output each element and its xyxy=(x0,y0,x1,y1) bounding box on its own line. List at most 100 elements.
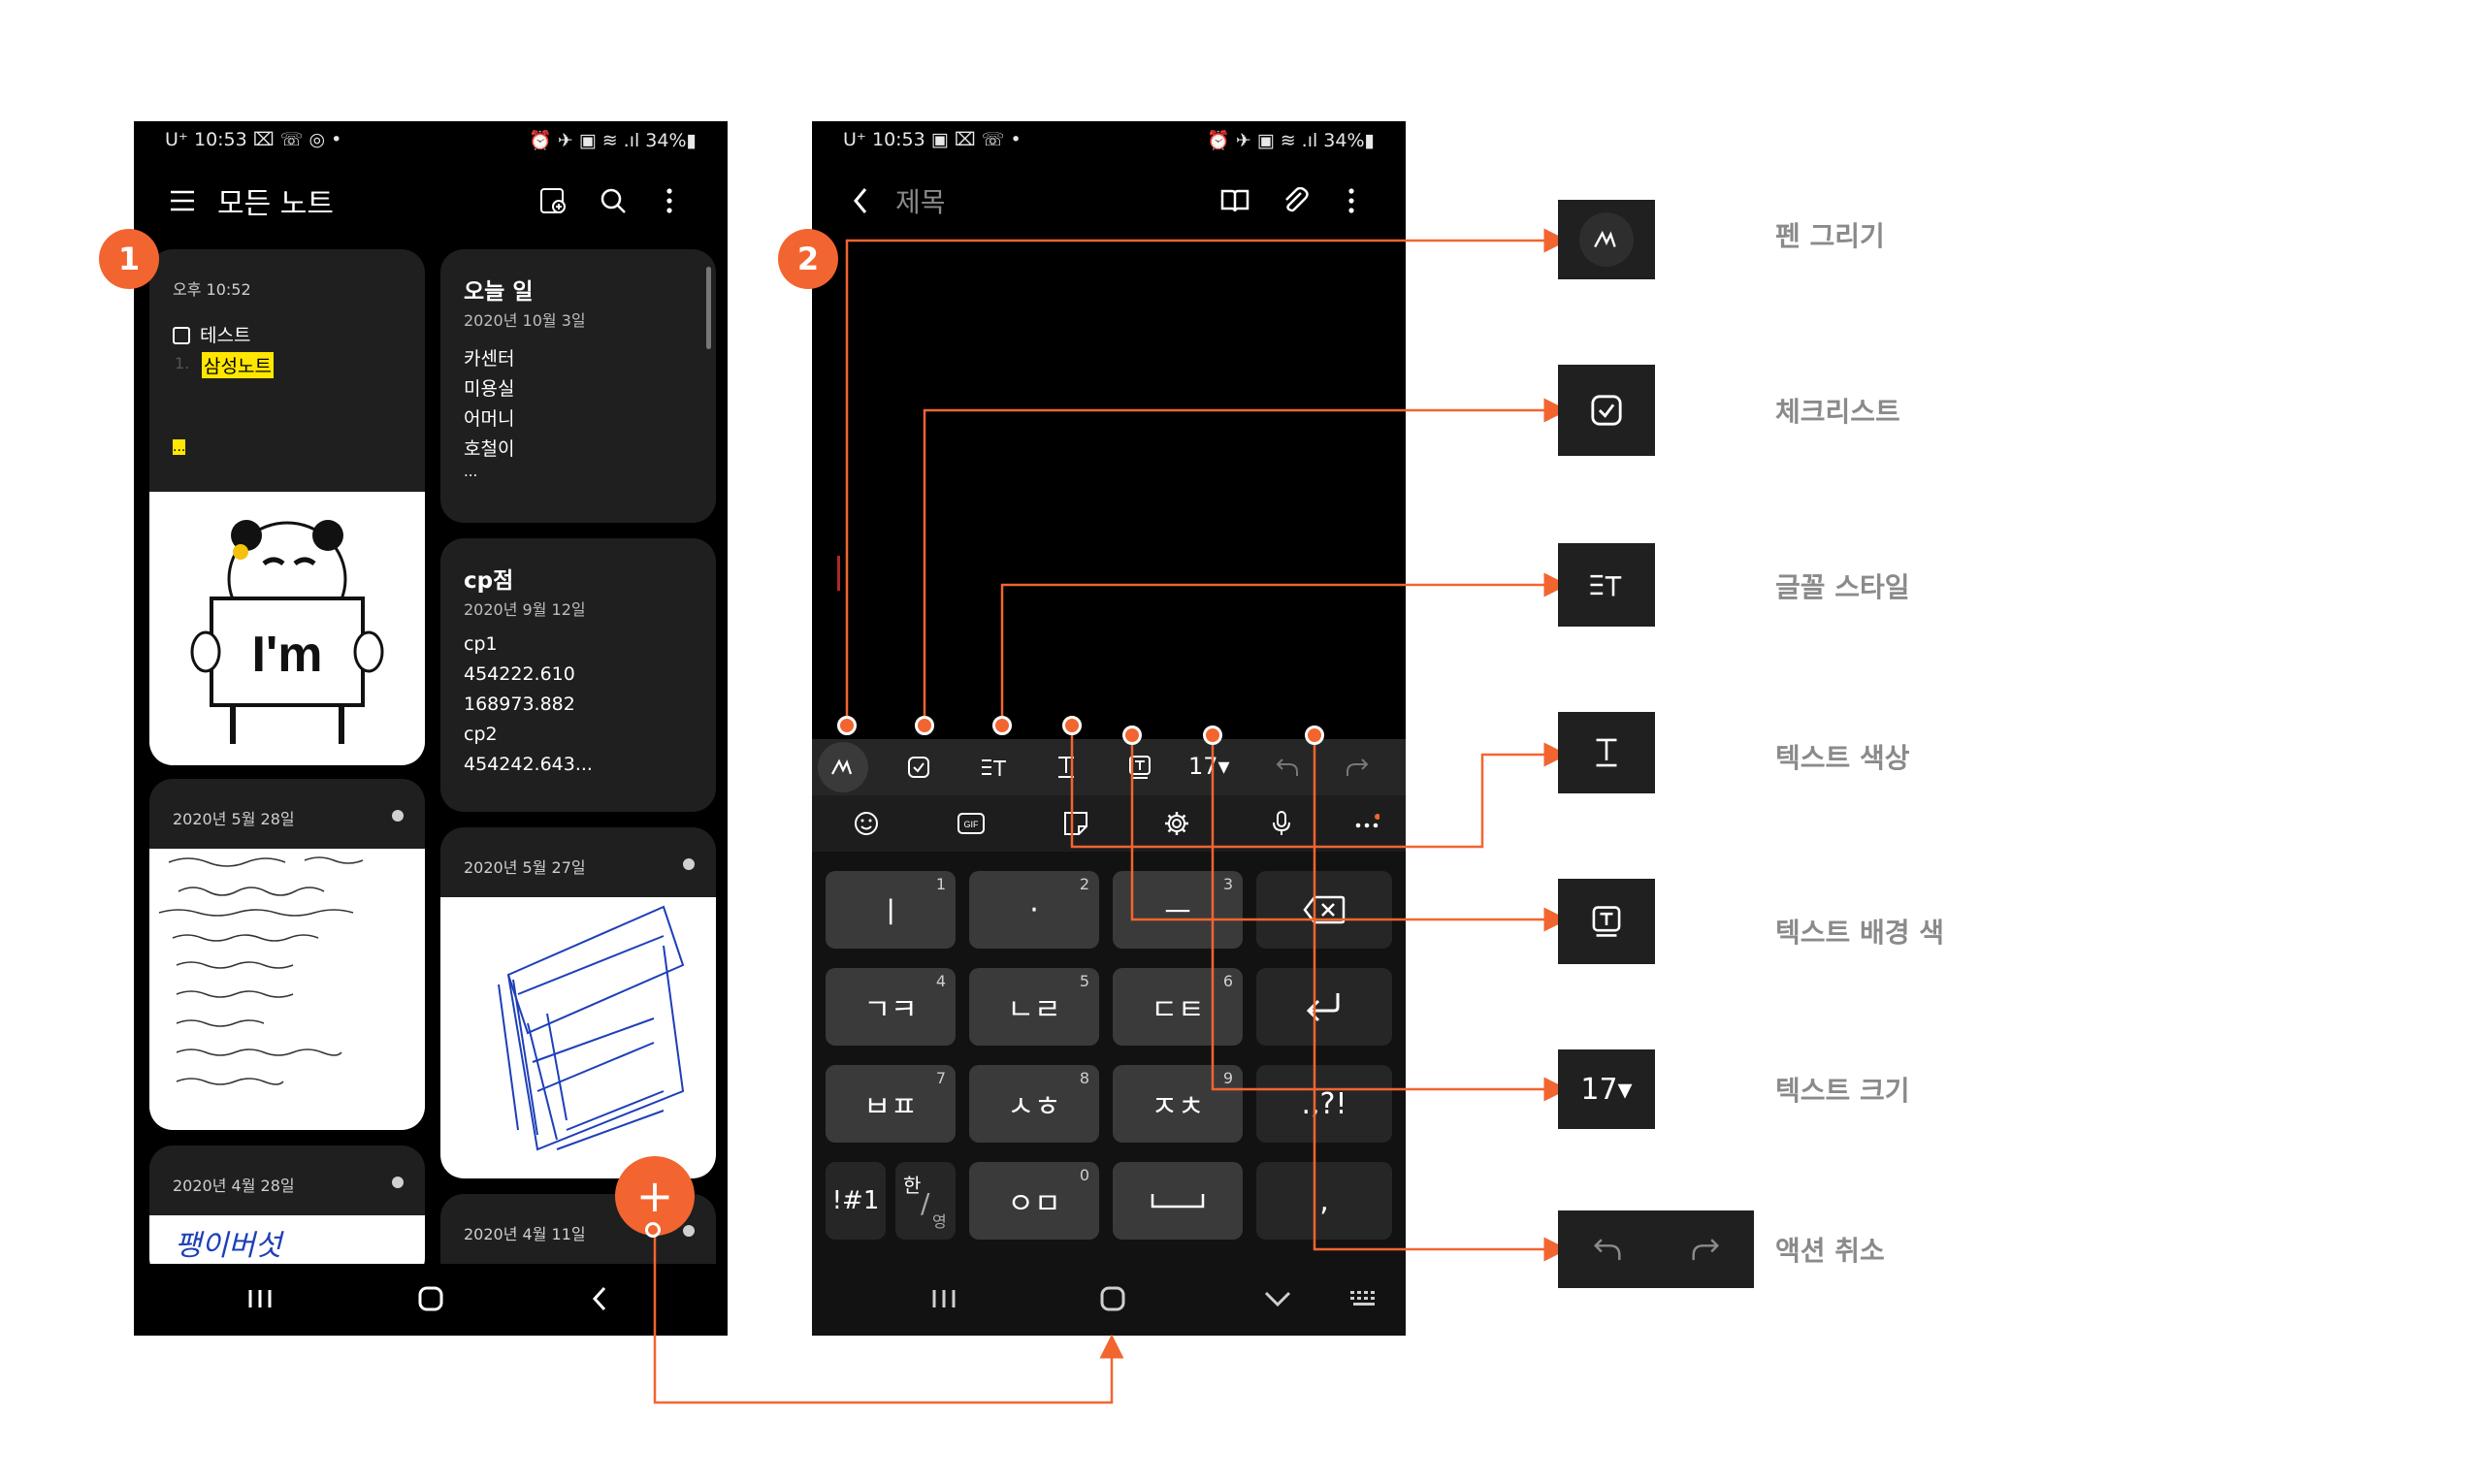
legend-text-color-box xyxy=(1558,712,1655,793)
note-card-today[interactable]: 오늘 일 2020년 10월 3일 카센터 미용실 어머니 호철이 ... xyxy=(440,249,716,523)
title-input[interactable]: 제목 xyxy=(895,186,946,218)
lang-slash: / xyxy=(921,1187,930,1219)
legend-text-bg-box xyxy=(1558,879,1655,964)
note-line: 미용실 xyxy=(464,378,515,400)
note-date: 2020년 4월 28일 xyxy=(173,1177,295,1195)
list-number: 1. xyxy=(175,354,190,372)
recent-apps-icon[interactable] xyxy=(925,1279,963,1318)
more-options-icon[interactable] xyxy=(1332,181,1371,220)
legend-font-style-label: 글꼴 스타일 xyxy=(1775,571,1910,603)
keyboard-switch-icon[interactable] xyxy=(1346,1279,1384,1318)
more-keyboard-options-icon[interactable] xyxy=(1347,804,1386,843)
note-card-test[interactable]: 오후 10:52 테스트 1. 삼성노트 ... I'm xyxy=(149,249,425,765)
key-2[interactable]: ·2 xyxy=(969,871,1099,949)
legend-pen-box xyxy=(1558,200,1655,279)
key-9[interactable]: ㅈㅊ 9 xyxy=(1113,1065,1243,1143)
lang-bottom: 영 xyxy=(932,1212,947,1231)
font-style-icon[interactable] xyxy=(975,748,1014,787)
more-options-icon[interactable] xyxy=(650,181,689,220)
reading-mode-icon[interactable] xyxy=(1216,181,1254,220)
svg-text:GIF: GIF xyxy=(964,820,980,829)
callout-pin xyxy=(645,1222,661,1238)
home-icon[interactable] xyxy=(411,1279,450,1318)
note-card-mushroom[interactable]: 2020년 4월 28일 팽이버섯 xyxy=(149,1145,425,1281)
text-color-icon xyxy=(1596,738,1617,767)
gif-icon[interactable]: GIF xyxy=(952,804,990,843)
handwriting-preview xyxy=(149,849,425,1130)
key-number: 3 xyxy=(1222,875,1233,893)
microphone-icon[interactable] xyxy=(1262,804,1301,843)
note-line: 어머니 xyxy=(464,408,515,430)
note-card-cp[interactable]: cp점 2020년 9월 12일 cp1 454222.610 168973.8… xyxy=(440,538,716,812)
note-card-handwriting-1[interactable]: 2020년 5월 28일 xyxy=(149,779,425,1130)
undo-icon[interactable] xyxy=(1268,748,1307,787)
hide-keyboard-icon[interactable] xyxy=(1258,1279,1297,1318)
attach-icon[interactable] xyxy=(1276,181,1314,220)
pdf-add-icon[interactable] xyxy=(534,181,572,220)
callout-pin xyxy=(915,716,934,735)
backspace-key[interactable] xyxy=(1256,871,1392,949)
status-right: ⏰ ✈ ▣ ≋ .ıl 34%▮ xyxy=(529,130,697,151)
key-label: ㅈㅊ xyxy=(1151,1090,1205,1124)
checklist-icon[interactable] xyxy=(899,748,938,787)
key-label: ㅇㅁ xyxy=(1007,1187,1061,1221)
note-line: 168973.882 xyxy=(464,694,575,715)
text-size-selector[interactable]: 17▾ xyxy=(1188,753,1230,780)
note-date: 오후 10:52 xyxy=(173,280,251,299)
key-label: ㅅㅎ xyxy=(1007,1090,1061,1124)
sketch-preview xyxy=(440,897,716,1178)
back-arrow-icon[interactable] xyxy=(841,181,880,220)
key-number: 6 xyxy=(1222,972,1233,990)
text-size-value: 17▾ xyxy=(1580,1072,1633,1107)
search-icon[interactable] xyxy=(594,181,633,220)
text-color-icon[interactable] xyxy=(1047,748,1086,787)
key-number: 0 xyxy=(1079,1166,1089,1184)
key-0[interactable]: ㅇㅁ 0 xyxy=(969,1162,1099,1240)
recent-apps-icon[interactable] xyxy=(241,1279,279,1318)
note-card-sketch[interactable]: 2020년 5월 27일 xyxy=(440,827,716,1178)
menu-icon[interactable] xyxy=(163,181,202,220)
emoji-icon[interactable] xyxy=(847,804,886,843)
callout-pin xyxy=(1305,726,1324,745)
enter-key[interactable] xyxy=(1256,968,1392,1046)
note-date: 2020년 9월 12일 xyxy=(464,600,586,619)
home-icon[interactable] xyxy=(1093,1279,1132,1318)
callout-pin xyxy=(837,716,857,735)
symbol-key[interactable]: !#1 xyxy=(826,1162,886,1240)
space-key[interactable] xyxy=(1113,1162,1243,1240)
space-icon xyxy=(1151,1194,1205,1209)
sync-dot xyxy=(683,858,695,870)
text-background-icon xyxy=(1592,906,1621,937)
note-title: 오늘 일 xyxy=(464,279,534,305)
note-line: 카센터 xyxy=(464,348,515,370)
status-left: U⁺ 10:53 ▣ ⌧ ☏ • xyxy=(843,129,1022,150)
redo-icon[interactable] xyxy=(1338,748,1377,787)
nav-bar xyxy=(134,1264,728,1336)
check-item: 테스트 xyxy=(200,325,251,346)
sticker-icon[interactable] xyxy=(1056,804,1095,843)
status-right: ⏰ ✈ ▣ ≋ .ıl 34%▮ xyxy=(1207,130,1375,151)
pen-drawing-icon[interactable] xyxy=(818,742,868,792)
note-line: cp2 xyxy=(464,724,498,745)
scrollbar[interactable] xyxy=(706,267,711,349)
key-label: · xyxy=(1029,892,1039,927)
text-background-icon[interactable] xyxy=(1120,748,1159,787)
comma-key[interactable]: , xyxy=(1256,1162,1392,1240)
checklist-icon xyxy=(1591,395,1622,426)
sticker-image: I'm xyxy=(149,492,425,765)
punctuation-key[interactable]: .,?! xyxy=(1256,1065,1392,1143)
handwriting-text: 팽이버섯 xyxy=(175,1229,282,1263)
callout-pin xyxy=(1062,716,1082,735)
sticker-text: I'm xyxy=(251,627,322,683)
language-key[interactable]: 한 / 영 xyxy=(895,1162,956,1240)
back-icon[interactable] xyxy=(580,1279,619,1318)
key-number: 9 xyxy=(1222,1069,1233,1087)
settings-gear-icon[interactable] xyxy=(1157,804,1196,843)
